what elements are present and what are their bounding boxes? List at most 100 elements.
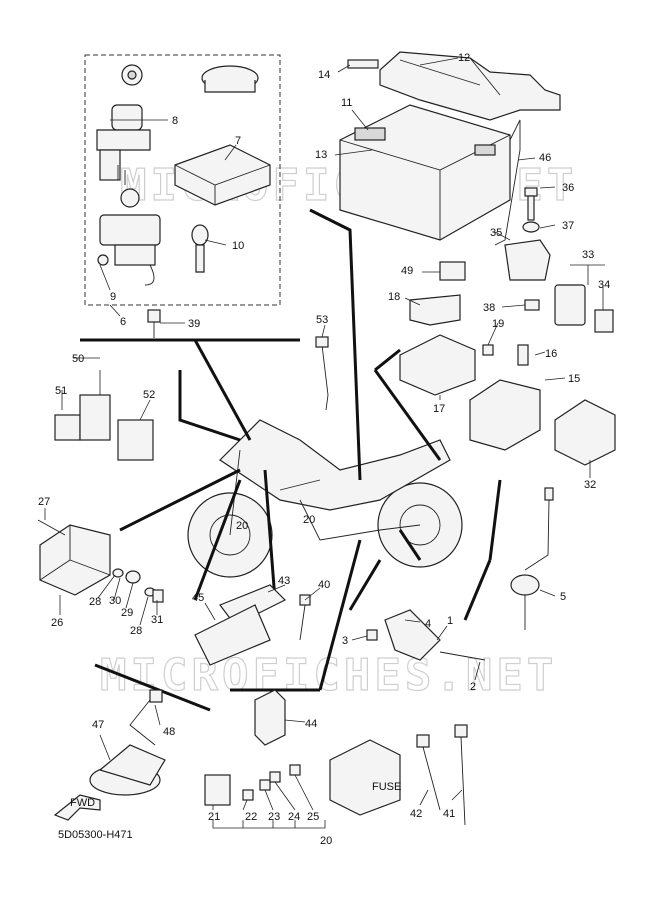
callout-28: 28 (130, 625, 142, 637)
fwd-arrow: FWD (53, 794, 101, 821)
callout-43: 43 (278, 575, 290, 587)
band-41 (454, 724, 468, 826)
lock-set-group-frame (84, 54, 281, 306)
fuse-holder-49 (439, 261, 466, 281)
callout-19: 19 (492, 318, 504, 330)
relay-52 (117, 419, 154, 461)
fuse-22 (242, 789, 254, 801)
callout-28: 28 (89, 596, 101, 608)
ecu-unit (174, 144, 271, 206)
pointer-lines (80, 208, 502, 712)
band-53-head (315, 336, 329, 348)
bolt-27 (37, 519, 66, 536)
collar-29 (125, 570, 141, 584)
callout-2: 2 (470, 681, 476, 693)
callout-12: 12 (458, 52, 470, 64)
callout-24: 24 (288, 811, 300, 823)
callout-45: 45 (192, 592, 204, 604)
diagram-code: 5D05300-H471 (58, 829, 133, 841)
callout-40: 40 (318, 579, 330, 591)
watermark-bottom: MICROFICHES.NET (100, 650, 557, 701)
callout-34: 34 (598, 279, 610, 291)
band-42 (416, 734, 441, 811)
bolt-19 (482, 344, 494, 356)
callout-25: 25 (307, 811, 319, 823)
callout-14: 14 (318, 69, 330, 81)
battery-band (347, 59, 379, 69)
callout-31: 31 (151, 614, 163, 626)
callout-22: 22 (245, 811, 257, 823)
bolt-39 (147, 309, 161, 338)
callout-13: 13 (315, 149, 327, 161)
callout-26: 26 (51, 617, 63, 629)
callout-8: 8 (172, 115, 178, 127)
callout-5: 5 (560, 591, 566, 603)
callout-46: 46 (539, 152, 551, 164)
bracket-4 (384, 609, 441, 661)
callout-52: 52 (143, 389, 155, 401)
horn-47 (89, 744, 166, 796)
callout-3: 3 (342, 635, 348, 647)
battery-lead (494, 119, 521, 246)
band-40 (299, 594, 311, 641)
cover-18 (409, 294, 461, 326)
fuse-23 (259, 779, 271, 791)
callout-20: 20 (236, 520, 248, 532)
fuse-label: FUSE (372, 781, 401, 793)
clip-38 (524, 299, 540, 311)
callout-20: 20 (303, 514, 315, 526)
fuse-bracket (212, 820, 326, 829)
callout-1: 1 (447, 615, 453, 627)
callout-29: 29 (121, 607, 133, 619)
callout-32: 32 (584, 479, 596, 491)
callout-37: 37 (562, 220, 574, 232)
callout-39: 39 (188, 318, 200, 330)
callout-15: 15 (568, 373, 580, 385)
callout-36: 36 (562, 182, 574, 194)
washer-37 (522, 221, 540, 233)
leader-lines (44, 57, 605, 811)
relay-33 (554, 284, 586, 326)
bolt-2 (439, 651, 486, 661)
callout-47: 47 (92, 719, 104, 731)
callout-16: 16 (545, 348, 557, 360)
callout-7: 7 (235, 135, 241, 147)
wire-harness-45 (194, 604, 271, 666)
callout-17: 17 (433, 403, 445, 415)
rectifier-regulator-26 (39, 524, 111, 596)
callout-23: 23 (268, 811, 280, 823)
callout-6: 6 (120, 316, 126, 328)
fuse-24 (269, 771, 281, 783)
callout-38: 38 (483, 302, 495, 314)
fuse-25 (289, 764, 301, 776)
fuse-box: FUSE (329, 739, 401, 816)
battery-box (379, 51, 561, 121)
sensor-5 (510, 487, 554, 630)
callout-labels: 1 2 3 4 5 6 7 8 9 10 11 12 13 14 15 16 1… (38, 52, 610, 847)
battery (339, 104, 511, 241)
relay-32 (554, 399, 616, 466)
starter-relay-35 (504, 239, 551, 281)
band-53 (321, 344, 329, 411)
relay-assembly-50 (54, 394, 111, 441)
callout-18: 18 (388, 291, 400, 303)
callout-53: 53 (316, 314, 328, 326)
key-blank (191, 224, 209, 273)
callout-33: 33 (582, 249, 594, 261)
relay-34 (594, 309, 614, 333)
callout-48: 48 (163, 726, 175, 738)
washer-30 (112, 568, 124, 578)
callout-4: 4 (425, 618, 431, 630)
nut-3 (366, 629, 378, 641)
callout-20: 20 (320, 835, 332, 847)
callout-11: 11 (341, 97, 352, 109)
bolt-36 (524, 187, 538, 221)
callout-30: 30 (109, 595, 121, 607)
motorcycle (187, 419, 463, 578)
callout-51: 51 (55, 385, 67, 397)
nut-31 (152, 589, 164, 603)
callout-21: 21 (208, 811, 220, 823)
band-48 (129, 689, 163, 746)
callout-42: 42 (410, 808, 422, 820)
